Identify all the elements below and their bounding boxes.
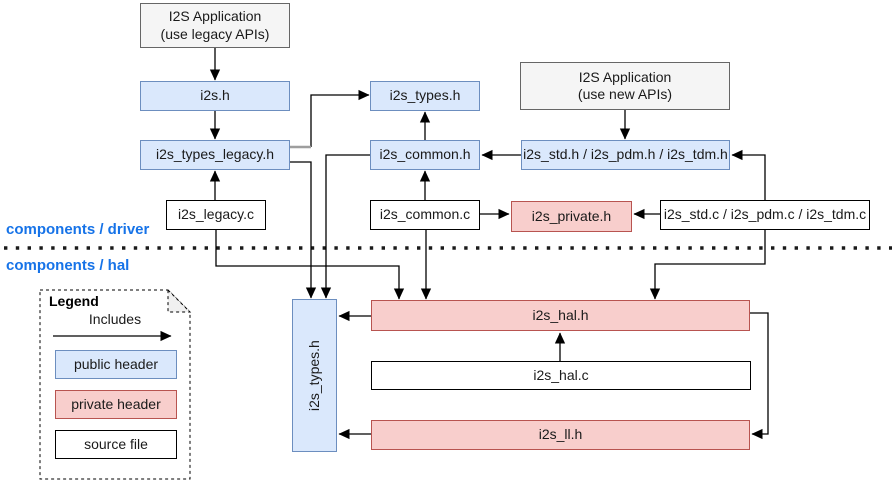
node-i2s-hal-h: i2s_hal.h: [371, 300, 750, 331]
node-i2s-types-legacy-h: i2s_types_legacy.h: [140, 140, 290, 170]
edge-i2s-hal-h-to-i2s-ll-h: [750, 312, 769, 440]
edge-i2s-types-legacy-h-to-i2s-types-h-driver: [310, 89, 370, 147]
edge-i2s-std-c-to-i2s-hal-h: [649, 230, 766, 300]
node-i2s-common-c: i2s_common.c: [370, 200, 480, 230]
legend-item-label: private header: [71, 395, 161, 412]
legend-title: Legend: [49, 293, 99, 309]
node-label: i2s_types_legacy.h: [155, 146, 275, 163]
legend-includes-label: Includes: [88, 311, 142, 327]
legend-item-label: source file: [84, 435, 148, 452]
app-legacy-line1: I2S Application: [168, 8, 262, 24]
edge-i2s-std-c-to-i2s-std-h: [731, 149, 766, 200]
node-i2s-hal-c: i2s_hal.c: [371, 361, 751, 390]
node-label: i2s_common.h: [379, 146, 471, 163]
node-label: i2s_std.c / i2s_pdm.c / i2s_tdm.c: [663, 206, 867, 223]
node-label: i2s_ll.h: [538, 426, 583, 443]
edge-i2s-common-h-to-i2s-types-h-hal: [320, 154, 370, 299]
legend-item-source-file: source file: [55, 430, 177, 459]
node-label: i2s_hal.h: [532, 306, 589, 323]
legend: Legend Includes public header private he…: [40, 290, 190, 480]
node-i2s-std-pdm-tdm-c: i2s_std.c / i2s_pdm.c / i2s_tdm.c: [660, 200, 870, 230]
node-i2s-h: i2s.h: [140, 81, 290, 111]
node-label: i2s.h: [200, 87, 230, 104]
app-legacy-line2: (use legacy APIs): [160, 25, 270, 42]
node-label: i2s_hal.c: [533, 366, 589, 383]
node-i2s-std-pdm-tdm-h: i2s_std.h / i2s_pdm.h / i2s_tdm.h: [521, 140, 730, 170]
node-i2s-common-h: i2s_common.h: [370, 140, 480, 170]
node-label: i2s_legacy.c: [177, 206, 254, 223]
node-i2s-private-h: i2s_private.h: [511, 201, 632, 232]
node-label: i2s_private.h: [531, 207, 612, 224]
node-i2s-application-new: I2S Application (use new APIs): [520, 62, 730, 110]
app-new-line2: (use new APIs): [577, 86, 673, 102]
layer-label-hal: components / hal: [6, 257, 130, 274]
node-i2s-types-h-hal: i2s_types.h: [292, 299, 337, 452]
layer-label-driver: components / driver: [6, 221, 150, 238]
edge-i2s-types-legacy-h-to-i2s-types-h-hal: [290, 161, 317, 299]
node-i2s-application-legacy: I2S Application (use legacy APIs): [140, 3, 290, 48]
node-label: i2s_types.h: [389, 87, 461, 104]
node-i2s-ll-h: i2s_ll.h: [371, 420, 750, 450]
legend-item-public-header: public header: [55, 350, 177, 379]
app-new-line1: I2S Application: [578, 68, 672, 85]
node-i2s-legacy-c: i2s_legacy.c: [166, 200, 266, 230]
node-label: i2s_types.h: [305, 340, 322, 411]
node-i2s-types-h-driver: i2s_types.h: [370, 81, 480, 111]
node-label: i2s_common.c: [379, 206, 471, 223]
node-label: i2s_std.h / i2s_pdm.h / i2s_tdm.h: [523, 146, 728, 163]
legend-item-private-header: private header: [55, 390, 177, 419]
edge-i2s-legacy-c-to-i2s-hal-h: [215, 230, 405, 300]
legend-item-label: public header: [73, 355, 159, 372]
